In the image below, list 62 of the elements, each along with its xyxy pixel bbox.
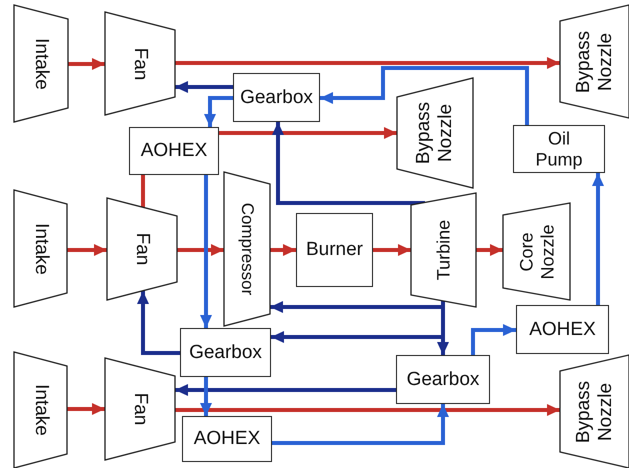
component-label: Turbine bbox=[433, 218, 454, 282]
component-box bbox=[180, 328, 271, 377]
arrow bbox=[592, 173, 604, 305]
component-label: Intake bbox=[30, 383, 52, 438]
arrow bbox=[175, 404, 560, 416]
arrow bbox=[68, 58, 105, 70]
component-label: AOHEX bbox=[192, 428, 262, 450]
arrow bbox=[67, 403, 105, 415]
arrow bbox=[270, 244, 296, 256]
trapezoid-block bbox=[560, 355, 629, 468]
arrow bbox=[219, 127, 397, 139]
connector-line bbox=[141, 175, 145, 207]
component-box bbox=[513, 125, 605, 173]
component-label: Bypass Nozzle bbox=[572, 29, 616, 95]
component-label: Bypass Nozzle bbox=[572, 379, 616, 445]
component-label: Gearbox bbox=[239, 86, 314, 108]
arrow bbox=[67, 244, 107, 256]
trapezoid-block bbox=[14, 5, 68, 122]
component-label: AOHEX bbox=[140, 140, 208, 162]
trapezoid-block bbox=[14, 190, 67, 307]
component-box bbox=[182, 416, 272, 462]
component-label: Gearbox bbox=[188, 342, 263, 364]
component-label: Gearbox bbox=[406, 368, 480, 390]
component-label: Core Nozzle bbox=[516, 222, 558, 282]
component-label: AOHEX bbox=[528, 318, 597, 340]
trapezoid-block bbox=[411, 193, 476, 307]
trapezoid-block bbox=[105, 12, 175, 115]
arrow bbox=[175, 81, 233, 93]
arrow bbox=[320, 66, 529, 125]
arrow bbox=[272, 404, 449, 445]
component-label: Compressor bbox=[237, 202, 257, 298]
component-label: Intake bbox=[30, 36, 52, 92]
arrow bbox=[373, 244, 411, 256]
arrow bbox=[200, 175, 212, 328]
component-box bbox=[296, 213, 373, 287]
component-label: Intake bbox=[30, 222, 52, 276]
trapezoid-block bbox=[107, 198, 177, 300]
component-label: Fan bbox=[129, 392, 151, 428]
arrow bbox=[175, 384, 396, 396]
trapezoid-block bbox=[503, 203, 570, 300]
arrow bbox=[476, 244, 503, 256]
trapezoid-block bbox=[397, 78, 473, 188]
component-label: Bypass Nozzle bbox=[413, 100, 457, 166]
arrow bbox=[137, 291, 180, 355]
trapezoid-block bbox=[224, 172, 270, 326]
trapezoid-block bbox=[560, 5, 629, 118]
arrow bbox=[175, 57, 560, 69]
component-box bbox=[233, 73, 320, 122]
arrow bbox=[272, 122, 425, 205]
component-box bbox=[516, 305, 609, 354]
arrow bbox=[177, 244, 224, 256]
component-box bbox=[396, 355, 490, 404]
trapezoid-block bbox=[105, 358, 175, 460]
component-label: Fan bbox=[129, 46, 151, 82]
arrow bbox=[471, 324, 516, 355]
arrow bbox=[204, 96, 233, 127]
component-label: Burner bbox=[304, 239, 364, 261]
arrow bbox=[200, 377, 212, 416]
component-box bbox=[129, 127, 219, 175]
trapezoid-block bbox=[14, 352, 67, 468]
component-label: Fan bbox=[131, 232, 153, 268]
component-label: Oil Pump bbox=[534, 128, 584, 170]
